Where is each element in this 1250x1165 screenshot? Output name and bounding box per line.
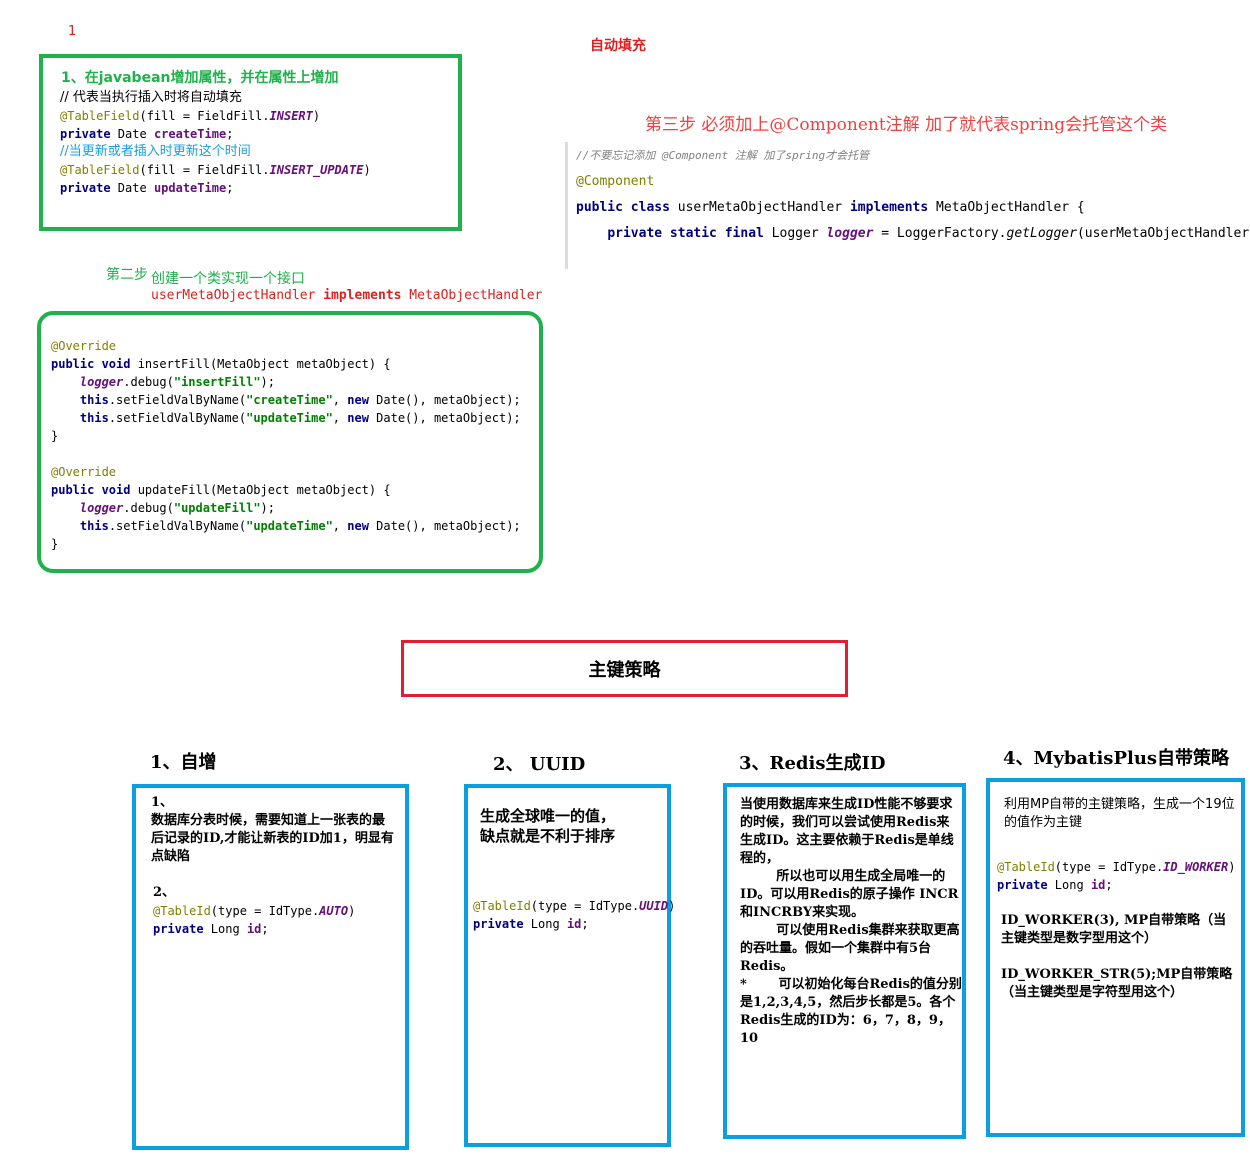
col4-text: 利用MP自带的主键策略，生成一个19位的值作为主键	[1004, 797, 1235, 830]
col2-text: 生成全球唯一的值， 缺点就是不利于排序	[480, 807, 616, 845]
update-override: @Override	[51, 465, 117, 479]
page-marker: 1	[68, 24, 77, 39]
col2-code: @TableId(type = IdType.UUID) private Long…	[473, 897, 675, 933]
step2-label: 第二步	[106, 267, 148, 283]
col2-box: 生成全球唯一的值， 缺点就是不利于排序 @TableId(type = IdTy…	[464, 784, 675, 1147]
step1-line4: private Date updateTime;	[60, 181, 234, 195]
col4-annotation-line: @TableId(type = IdType.ID_WORKER)	[997, 860, 1236, 874]
step1-comment1: // 代表当执行插入时将自动填充	[60, 90, 242, 105]
step3-code: //不要忘记添加 @Component 注解 加了spring才会托管 @Comp…	[576, 143, 1250, 247]
step2-box: @Override public void insertFill(MetaObje…	[37, 311, 543, 573]
page-title: 自动填充	[590, 38, 646, 54]
update-close: }	[51, 537, 59, 551]
col2-annotation-line: @TableId(type = IdType.UUID)	[473, 899, 676, 913]
col4-title: 4、MybatisPlus自带策略	[1003, 748, 1230, 769]
col3-title: 3、Redis生成ID	[739, 753, 886, 774]
step1-heading: 1、在javabean增加属性，并在属性上增加	[61, 70, 339, 86]
col4-text3: ID_WORKER_STR(5);MP自带策略（当主键类型是字符型用这个）	[1001, 967, 1233, 1000]
insert-override: @Override	[51, 339, 117, 353]
step3-comment: //不要忘记添加 @Component 注解 加了spring才会托管	[576, 149, 870, 162]
col4-box: 利用MP自带的主键策略，生成一个19位的值作为主键 @TableId(type …	[986, 778, 1245, 1137]
col1-num2: 2、	[153, 885, 176, 900]
step3-heading: 第三步 必须加上@Component注解 加了就代表spring会托管这个类	[645, 115, 1168, 135]
col4-field-line: private Long id;	[997, 878, 1113, 892]
col3-text: 当使用数据库来生成ID性能不够要求的时候，我们可以尝试使用Redis来生成ID。…	[740, 797, 962, 1046]
col2-title: 2、 UUID	[493, 754, 586, 775]
update-set-update: this.setFieldValByName("updateTime", new…	[79, 519, 521, 533]
insert-set-update: this.setFieldValByName("updateTime", new…	[79, 411, 521, 425]
col1-text: 1、 数据库分表时候，需要知道上一张表的最后记录的ID,才能让新表的ID加1，明…	[151, 795, 394, 864]
step2-code: @Override public void insertFill(MetaObje…	[51, 337, 521, 553]
update-debug: logger.debug("updateFill");	[79, 501, 275, 515]
step3-annotation: @Component	[576, 174, 655, 189]
step1-box: 1、在javabean增加属性，并在属性上增加 // 代表当执行插入时将自动填充…	[39, 54, 462, 231]
step3-gutter	[565, 142, 568, 269]
step1-line2: private Date createTime;	[60, 127, 234, 141]
pk-title: 主键策略	[588, 659, 661, 681]
col1-annotation-line: @TableId(type = IdType.AUTO)	[153, 904, 356, 918]
col1-code: @TableId(type = IdType.AUTO) private Long…	[153, 902, 355, 938]
update-signature: public void updateFill(MetaObject metaOb…	[51, 483, 391, 497]
col4-code: @TableId(type = IdType.ID_WORKER)private…	[997, 858, 1235, 894]
col1-field-line: private Long id;	[153, 922, 269, 936]
col3-box: 当使用数据库来生成ID性能不够要求的时候，我们可以尝试使用Redis来生成ID。…	[723, 783, 966, 1139]
pk-title-box: 主键策略	[401, 640, 848, 697]
step3-field-decl: private static final Logger logger = Log…	[607, 226, 1250, 241]
step1-line3: @TableField(fill = FieldFill.INSERT_UPDA…	[60, 163, 371, 177]
insert-signature: public void insertFill(MetaObject metaOb…	[51, 357, 391, 371]
step1-line1: @TableField(fill = FieldFill.INSERT)	[60, 109, 321, 123]
col1-box: 1、 数据库分表时候，需要知道上一张表的最后记录的ID,才能让新表的ID加1，明…	[132, 784, 409, 1150]
col4-text2: ID_WORKER(3), MP自带策略（当主键类型是数字型用这个）	[1001, 913, 1227, 946]
insert-debug: logger.debug("insertFill");	[79, 375, 275, 389]
col2-field-line: private Long id;	[473, 917, 589, 931]
insert-set-create: this.setFieldValByName("createTime", new…	[79, 393, 521, 407]
step2-desc: 创建一个类实现一个接口	[151, 271, 305, 287]
insert-close: }	[51, 429, 59, 443]
step1-comment2: //当更新或者插入时更新这个时间	[60, 144, 251, 159]
col1-title: 1、自增	[150, 752, 217, 773]
step2-class-line: userMetaObjectHandler implements MetaObj…	[151, 288, 543, 303]
step1-code: // 代表当执行插入时将自动填充 @TableField(fill = Field…	[60, 89, 371, 197]
step3-class-decl: public class userMetaObjectHandler imple…	[576, 200, 1085, 215]
